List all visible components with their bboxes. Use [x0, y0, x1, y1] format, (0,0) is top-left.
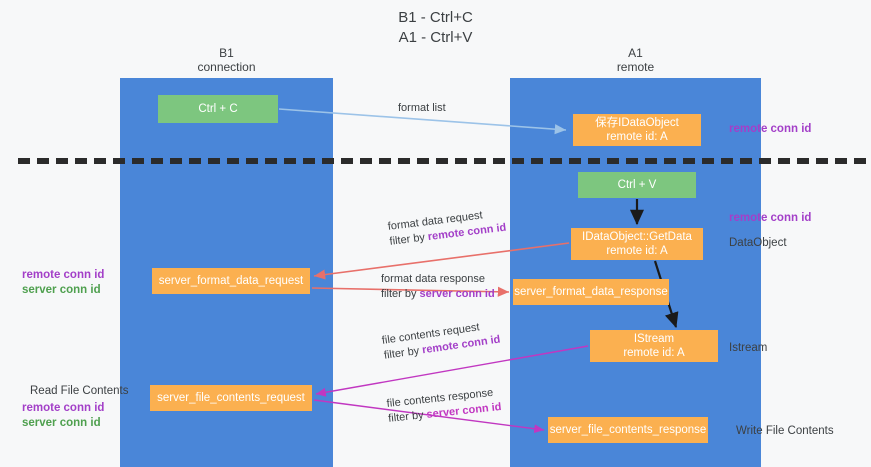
title-line-1: B1 - Ctrl+C — [398, 9, 473, 26]
edge-label-format-data-request-prefix: filter by — [388, 231, 429, 248]
node-server-file-contents-response[interactable]: server_file_contents_response — [548, 417, 708, 443]
edge-label-file-contents-request-prefix: filter by — [383, 344, 424, 362]
annotation-right-istream: Istream — [729, 342, 768, 354]
node-server-file-contents-request[interactable]: server_file_contents_request — [150, 385, 312, 411]
edge-label-format-data-response-row1: format data response — [381, 273, 485, 285]
node-ctrl-c-label: Ctrl + C — [198, 103, 238, 115]
node-save-idataobject[interactable]: 保存IDataObject remote id: A — [573, 114, 701, 146]
lane-header-a1: A1 remote — [510, 46, 761, 74]
annotation-left-conn-ids: remote conn id server conn id — [22, 268, 104, 298]
annotation-right-remote-conn-id-mid: remote conn id — [729, 212, 812, 224]
edge-label-file-contents-response-prefix: filter by — [387, 408, 428, 425]
edge-label-format-data-response-prefix: filter by — [381, 288, 420, 300]
node-idataobject-getdata-line1: IDataObject::GetData — [582, 231, 692, 243]
node-idataobject-getdata[interactable]: IDataObject::GetData remote id: A — [571, 228, 703, 260]
title-line-2: A1 - Ctrl+V — [398, 29, 473, 46]
node-server-file-contents-request-label: server_file_contents_request — [157, 392, 305, 404]
lane-header-a1-name: A1 — [628, 46, 643, 60]
edge-label-file-contents-request: file contents request filter by remote c… — [381, 318, 501, 364]
annotation-left-remote-conn-id: remote conn id — [22, 269, 105, 281]
annotation-right-remote-conn-id-top: remote conn id — [729, 123, 812, 135]
edge-label-format-list: format list — [398, 101, 446, 116]
node-ctrl-v[interactable]: Ctrl + V — [578, 172, 696, 198]
annotation-left-conn-ids-2: remote conn id server conn id — [22, 401, 104, 431]
node-ctrl-c[interactable]: Ctrl + C — [158, 95, 278, 123]
node-istream-line2: remote id: A — [623, 347, 685, 359]
annotation-right-write-file-contents: Write File Contents — [736, 425, 834, 437]
edge-label-format-data-response-key: server conn id — [419, 288, 495, 300]
node-ctrl-v-label: Ctrl + V — [617, 179, 657, 191]
diagram-title: B1 - Ctrl+C A1 - Ctrl+V — [0, 8, 871, 48]
edge-label-format-data-response: format data response filter by server co… — [381, 272, 495, 302]
node-save-idataobject-line1: 保存IDataObject — [595, 117, 679, 129]
edge-label-format-data-request: format data request filter by remote con… — [387, 206, 507, 250]
dashed-divider — [18, 158, 870, 164]
node-server-file-contents-response-label: server_file_contents_response — [549, 424, 707, 436]
node-istream-line1: IStream — [633, 333, 675, 345]
lane-header-b1-name: B1 — [219, 46, 234, 60]
annotation-left-server-conn-id-2: server conn id — [22, 417, 101, 429]
lane-header-b1-sub: connection — [197, 60, 256, 74]
node-server-format-data-response-label: server_format_data_response — [514, 286, 668, 298]
annotation-left-read-file-contents: Read File Contents — [30, 385, 129, 397]
edge-label-format-list-row1: format list — [398, 102, 446, 114]
node-istream[interactable]: IStream remote id: A — [590, 330, 718, 362]
node-server-format-data-request[interactable]: server_format_data_request — [152, 268, 310, 294]
node-save-idataobject-line2: remote id: A — [606, 131, 668, 143]
annotation-left-remote-conn-id-2: remote conn id — [22, 402, 105, 414]
node-server-format-data-request-label: server_format_data_request — [158, 275, 304, 287]
node-server-format-data-response[interactable]: server_format_data_response — [513, 279, 669, 305]
edge-label-file-contents-response: file contents response filter by server … — [386, 385, 502, 427]
annotation-left-server-conn-id: server conn id — [22, 284, 101, 296]
node-idataobject-getdata-line2: remote id: A — [606, 245, 668, 257]
annotation-right-dataobject: DataObject — [729, 237, 787, 249]
lane-header-b1: B1 connection — [120, 46, 333, 74]
lane-header-a1-sub: remote — [616, 60, 655, 74]
